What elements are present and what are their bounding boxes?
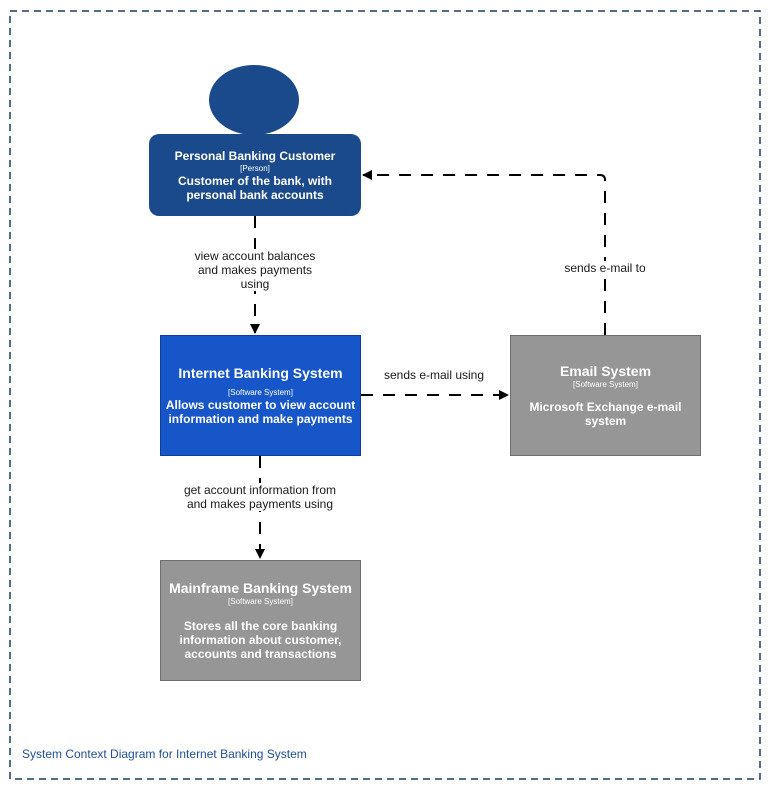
node-kind: [Software System] bbox=[228, 388, 293, 397]
edge-label-email-to-customer: sends e-mail to bbox=[560, 261, 650, 275]
node-internet-banking-system[interactable]: Internet Banking System [Software System… bbox=[160, 335, 361, 456]
person-head-icon bbox=[209, 65, 299, 135]
node-title: Mainframe Banking System bbox=[169, 580, 352, 596]
edge-label-customer-to-internet-banking: view account balances and makes payments… bbox=[186, 249, 324, 291]
node-kind: [Software System] bbox=[228, 597, 293, 606]
node-personal-banking-customer[interactable]: Personal Banking Customer [Person] Custo… bbox=[149, 134, 361, 216]
edge-label-internet-banking-to-email: sends e-mail using bbox=[381, 368, 487, 382]
node-email-system[interactable]: Email System [Software System] Microsoft… bbox=[510, 335, 701, 456]
edge-label-internet-banking-to-mainframe: get account information from and makes p… bbox=[178, 483, 342, 511]
node-title: Internet Banking System bbox=[178, 365, 343, 381]
node-description: Stores all the core banking information … bbox=[179, 619, 342, 661]
node-description: Allows customer to view account informat… bbox=[165, 398, 356, 426]
node-description: Microsoft Exchange e-mail system bbox=[529, 400, 682, 428]
node-description: Customer of the bank, with personal bank… bbox=[177, 173, 332, 202]
node-title: Email System bbox=[559, 363, 652, 379]
edge-email-to-customer bbox=[362, 170, 606, 335]
diagram-caption: System Context Diagram for Internet Bank… bbox=[22, 747, 307, 761]
node-kind: [Person] bbox=[240, 163, 270, 173]
diagram-boundary bbox=[9, 10, 761, 780]
node-title: Personal Banking Customer bbox=[174, 148, 336, 163]
node-kind: [Software System] bbox=[573, 380, 638, 389]
node-mainframe-banking-system[interactable]: Mainframe Banking System [Software Syste… bbox=[160, 560, 361, 681]
